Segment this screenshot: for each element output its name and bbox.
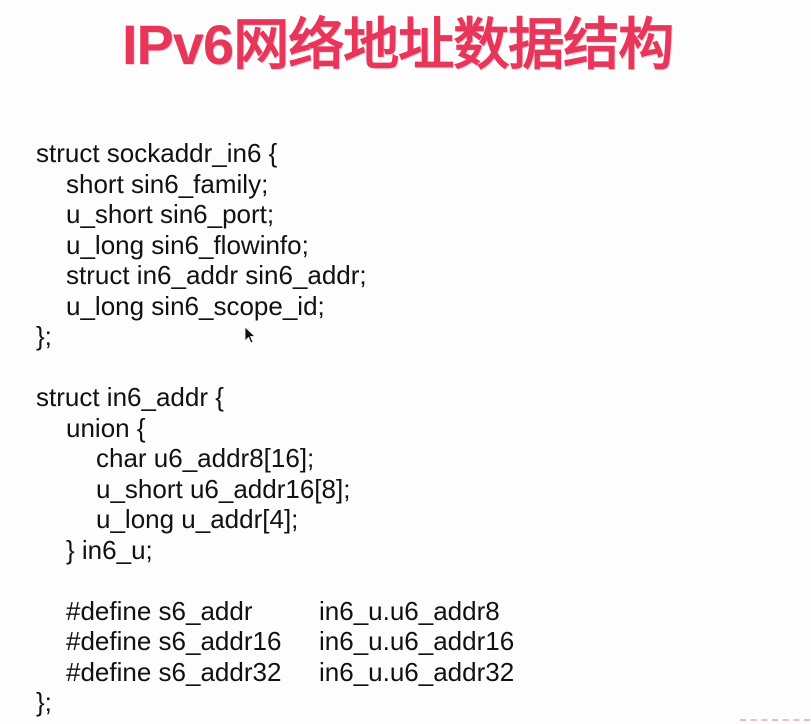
code-line: union { bbox=[66, 412, 146, 443]
define-value: in6_u.u6_addr32 bbox=[319, 656, 515, 687]
define-macro: #define s6_addr32 bbox=[66, 656, 282, 687]
code-line: }; bbox=[36, 687, 52, 717]
code-block: struct sockaddr_in6 { short sin6_family;… bbox=[36, 138, 514, 718]
define-line: #define s6_addr32 in6_u.u6_addr32 bbox=[36, 657, 514, 688]
decorative-dash bbox=[740, 719, 810, 721]
code-line: u_short sin6_port; bbox=[66, 199, 275, 229]
code-line: struct sockaddr_in6 { bbox=[36, 138, 278, 168]
code-line: struct in6_addr sin6_addr; bbox=[66, 260, 367, 290]
define-value: in6_u.u6_addr8 bbox=[319, 595, 500, 626]
code-line: u_long sin6_flowinfo; bbox=[66, 229, 309, 260]
define-value: in6_u.u6_addr16 bbox=[319, 626, 515, 656]
slide-title: IPv6网络地址数据结构 bbox=[122, 13, 674, 76]
code-line: short sin6_family; bbox=[66, 168, 269, 199]
blank-line bbox=[36, 565, 514, 596]
code-line: char u6_addr8[16]; bbox=[96, 443, 315, 473]
blank-line bbox=[36, 352, 514, 383]
code-line: } in6_u; bbox=[66, 534, 153, 565]
code-line: }; bbox=[36, 321, 52, 351]
code-line: u_short u6_addr16[8]; bbox=[96, 473, 351, 504]
define-macro: #define s6_addr16 bbox=[66, 626, 282, 656]
define-line: #define s6_addr in6_u.u6_addr8 bbox=[36, 596, 514, 627]
code-line: u_long u_addr[4]; bbox=[96, 504, 299, 534]
mouse-pointer-icon bbox=[244, 326, 256, 344]
define-line: #define s6_addr16 in6_u.u6_addr16 bbox=[36, 626, 514, 657]
define-macro: #define s6_addr bbox=[66, 595, 253, 626]
code-line: struct in6_addr { bbox=[36, 382, 224, 412]
code-line: u_long sin6_scope_id; bbox=[66, 290, 325, 321]
